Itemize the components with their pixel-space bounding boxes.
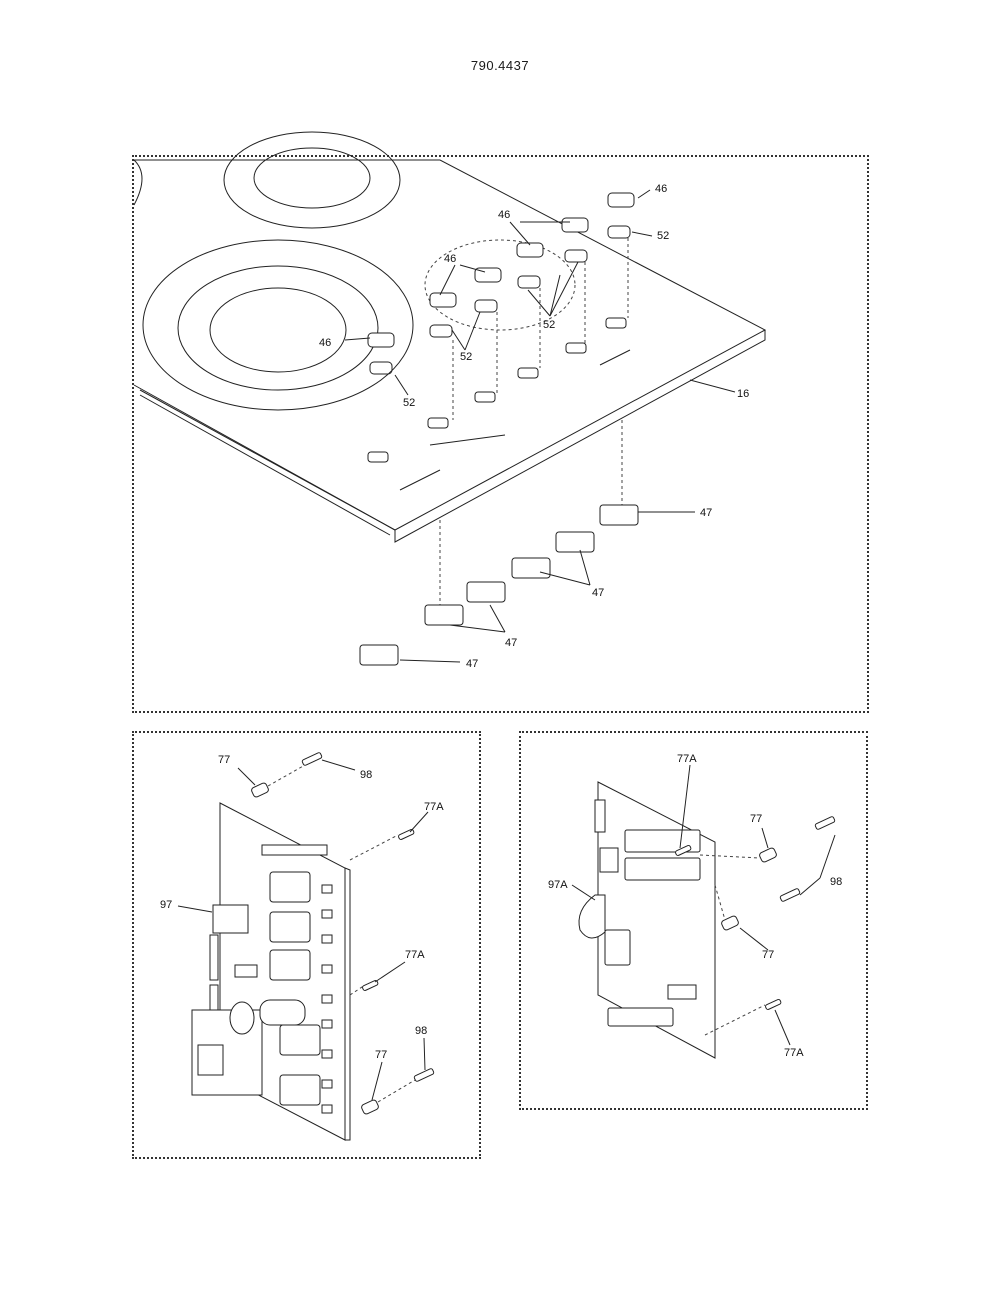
callouts-right: 77A 77 98 97A 77 77A bbox=[548, 753, 842, 1059]
callout-52: 52 bbox=[460, 351, 472, 363]
callout-52: 52 bbox=[657, 230, 669, 242]
callout-98: 98 bbox=[415, 1025, 427, 1037]
callout-77: 77 bbox=[750, 813, 762, 825]
callouts-left: 77 98 77A 97 77A 98 77 bbox=[160, 754, 444, 1061]
control-cutouts bbox=[367, 317, 631, 491]
callout-46: 46 bbox=[319, 337, 331, 349]
callout-77a: 77A bbox=[405, 949, 425, 961]
cooktop-glass-top bbox=[133, 131, 767, 543]
control-board-panel-frame bbox=[132, 731, 481, 1159]
callout-47: 47 bbox=[700, 507, 712, 519]
relay-board-panel-frame bbox=[519, 731, 868, 1110]
callout-97a: 97A bbox=[548, 879, 568, 891]
leader-lines-top bbox=[344, 189, 736, 663]
callout-47: 47 bbox=[466, 658, 478, 670]
callout-46: 46 bbox=[655, 183, 667, 195]
callout-98: 98 bbox=[830, 876, 842, 888]
alignment-lines bbox=[439, 238, 629, 605]
callout-97: 97 bbox=[160, 899, 172, 911]
standoffs-left bbox=[251, 752, 435, 1115]
callout-47: 47 bbox=[505, 637, 517, 649]
standoffs-right bbox=[675, 816, 836, 1010]
callout-46: 46 bbox=[498, 209, 510, 221]
callout-16: 16 bbox=[737, 388, 749, 400]
callout-77: 77 bbox=[762, 949, 774, 961]
control-board bbox=[191, 802, 351, 1141]
relay-board bbox=[578, 781, 716, 1059]
callout-77: 77 bbox=[218, 754, 230, 766]
rocker-switches bbox=[359, 504, 639, 666]
leader-lines-right bbox=[571, 764, 836, 1046]
callout-46: 46 bbox=[444, 253, 456, 265]
callout-77a: 77A bbox=[784, 1047, 804, 1059]
callout-52: 52 bbox=[403, 397, 415, 409]
callout-52: 52 bbox=[543, 319, 555, 331]
callout-77a: 77A bbox=[677, 753, 697, 765]
document-number: 790.4437 bbox=[470, 58, 530, 73]
callout-77a: 77A bbox=[424, 801, 444, 813]
callout-47: 47 bbox=[592, 587, 604, 599]
leader-lines-left bbox=[177, 759, 429, 1103]
button-gaskets bbox=[369, 225, 631, 375]
callout-98: 98 bbox=[360, 769, 372, 781]
callout-77: 77 bbox=[375, 1049, 387, 1061]
callouts-top: 46 46 46 46 52 52 52 52 16 47 47 47 47 bbox=[319, 183, 749, 670]
cooktop-panel-frame bbox=[132, 155, 869, 713]
